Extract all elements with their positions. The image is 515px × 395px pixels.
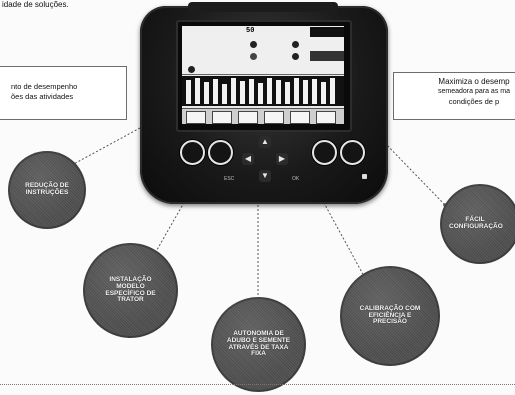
- screen-bezel: 50: [176, 20, 352, 132]
- screen-bar-graph: [182, 76, 344, 106]
- feature-circle-1: REDUÇÃO DE INSTRUÇÕES: [8, 151, 86, 229]
- screen-bar: [213, 79, 218, 104]
- screen-readout: 50: [246, 27, 255, 35]
- monitor-device: 50: [140, 2, 388, 204]
- screen-header-block: [310, 27, 344, 37]
- power-led: [362, 174, 367, 179]
- feature-circle-4: CALIBRAÇÃO COM EFICIÊNCIA E PRECISÃO: [340, 266, 440, 366]
- screen-row: [182, 62, 344, 75]
- left-knob-1[interactable]: [180, 140, 205, 165]
- screen-bar: [321, 82, 326, 104]
- feature-label-1: REDUÇÃO DE INSTRUÇÕES: [25, 182, 69, 196]
- screen-bar: [231, 78, 236, 104]
- device-key-label-right: OK: [292, 176, 300, 182]
- screen-status-dot: [250, 41, 257, 48]
- feature-circle-5: FÁCIL CONFIGURAÇÃO: [440, 184, 515, 264]
- left-knob-2[interactable]: [208, 140, 233, 165]
- screen-header-block: [310, 51, 344, 61]
- screen-bar: [276, 80, 281, 104]
- screen-bar: [204, 82, 209, 104]
- screen-bar: [294, 78, 299, 104]
- screen-bar: [249, 79, 254, 104]
- screen-soft-key: [212, 111, 232, 124]
- screen-bar: [267, 78, 272, 104]
- top-text-fragment: idade de soluções.: [2, 0, 69, 9]
- direction-pad[interactable]: ▲ ▼ ◀ ▶: [242, 136, 288, 182]
- arrow-right-icon[interactable]: ▶: [276, 153, 288, 165]
- screen-soft-key: [316, 111, 336, 124]
- feature-circle-3: AUTONOMIA DE ADUBO E SEMENTE ATRAVÉS DE …: [211, 297, 306, 392]
- connector-c5: [381, 139, 446, 206]
- feature-label-3: AUTONOMIA DE ADUBO E SEMENTE ATRAVÉS DE …: [226, 329, 291, 358]
- callout-left: nto de desempenho ões das atividades: [0, 66, 127, 120]
- screen-soft-key: [290, 111, 310, 124]
- device-top-tab: [188, 2, 338, 12]
- screen-status-dot: [292, 41, 299, 48]
- feature-label-5: FÁCIL CONFIGURAÇÃO: [449, 216, 503, 230]
- screen-soft-key: [186, 111, 206, 124]
- bottom-dotted-rule: [0, 384, 515, 385]
- callout-right-line3: condições de p: [448, 97, 500, 106]
- screen-bar: [195, 78, 200, 104]
- screen-bar: [303, 80, 308, 104]
- screen-soft-key: [238, 111, 258, 124]
- right-knob-1[interactable]: [312, 140, 337, 165]
- feature-label-4: CALIBRAÇÃO COM EFICIÊNCIA E PRECISÃO: [359, 304, 421, 326]
- callout-left-line2: ões das atividades: [11, 92, 74, 101]
- feature-circle-2: INSTALAÇÃO MODELO ESPECÍFICO DE TRATOR: [83, 243, 178, 338]
- screen-soft-key: [264, 111, 284, 124]
- screen-bar: [285, 82, 290, 104]
- device-key-label-left: ESC: [224, 176, 235, 182]
- callout-left-line1: nto de desempenho: [11, 82, 78, 91]
- screen-bar: [258, 83, 263, 104]
- connector-c4: [317, 191, 366, 279]
- screen-status-dot: [292, 53, 299, 60]
- screen-bar: [186, 80, 191, 104]
- callout-right: Maximiza o desemp semeadora para as ma c…: [393, 72, 515, 120]
- right-knob-2[interactable]: [340, 140, 365, 165]
- callout-right-line1: Maximiza o desemp: [438, 77, 510, 86]
- screen-status-dot: [250, 53, 257, 60]
- arrow-left-icon[interactable]: ◀: [242, 153, 254, 165]
- feature-label-2: INSTALAÇÃO MODELO ESPECÍFICO DE TRATOR: [105, 275, 156, 304]
- connector-c1: [69, 127, 141, 167]
- screen-status-dot: [188, 66, 195, 73]
- screen-bar: [222, 84, 227, 104]
- screen-bar: [240, 81, 245, 104]
- screen-bar: [330, 78, 335, 104]
- screen-bar: [312, 79, 317, 104]
- device-screen: 50: [182, 26, 344, 124]
- screen-footer: [182, 108, 344, 124]
- arrow-up-icon[interactable]: ▲: [259, 136, 271, 148]
- arrow-down-icon[interactable]: ▼: [259, 170, 271, 182]
- callout-right-line2: semeadora para as ma: [438, 88, 510, 95]
